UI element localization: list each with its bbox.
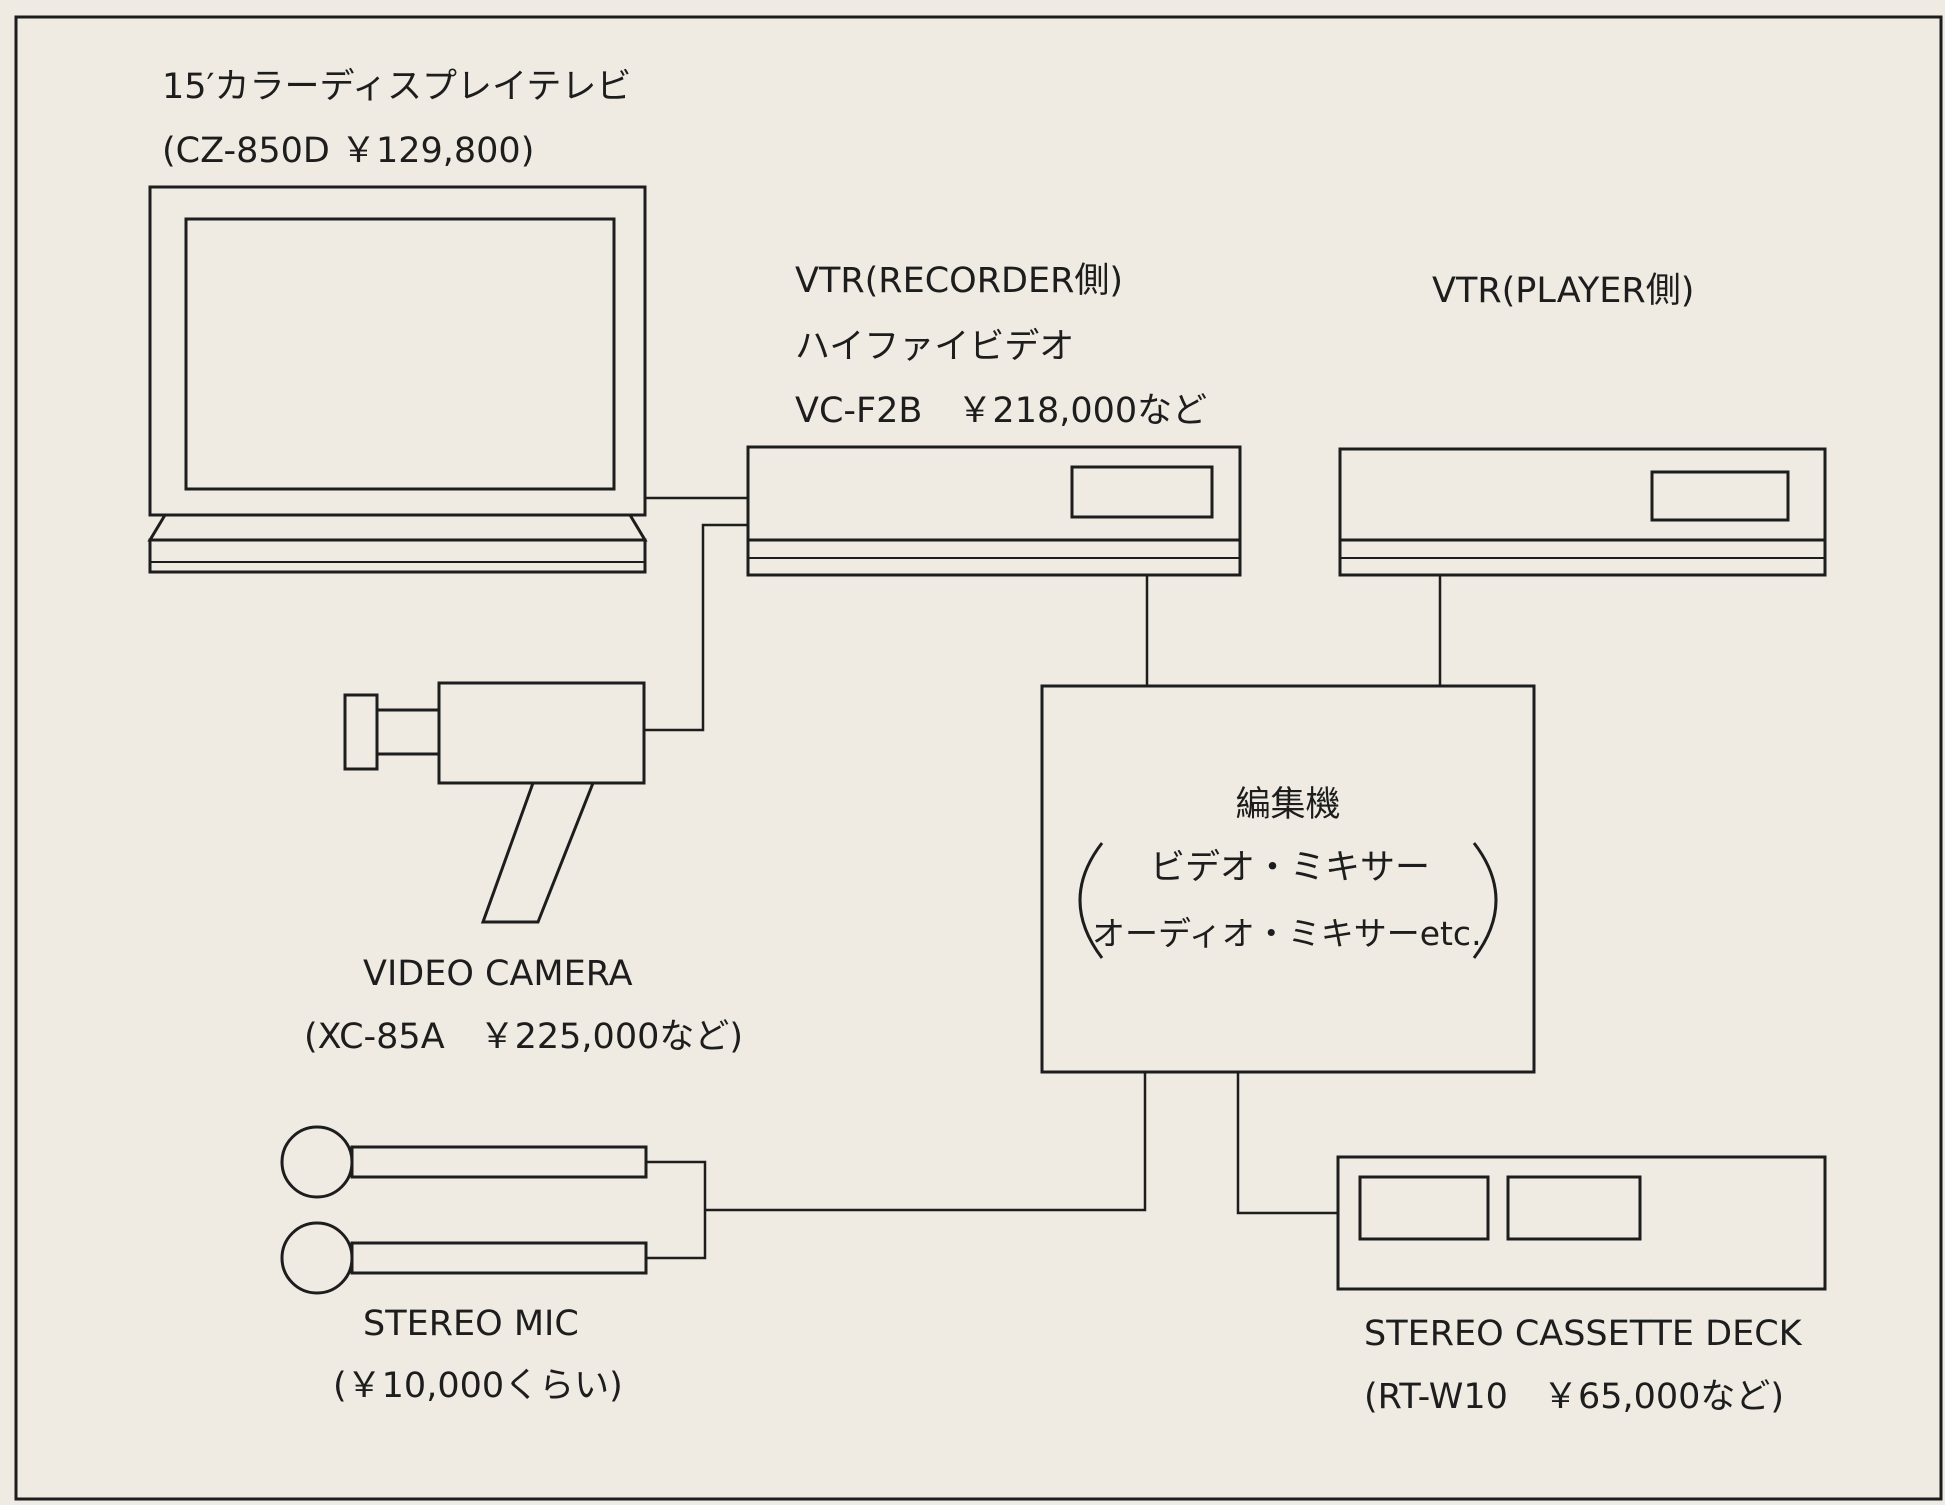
- outer-frame: [14, 15, 1943, 1501]
- vtr-recorder-model: VC-F2B ￥218,000など: [795, 391, 1208, 431]
- monitor-icon: [147, 185, 648, 574]
- editor-right-paren: [1472, 842, 1498, 959]
- cassette-deck-icon: [1336, 1155, 1827, 1291]
- vtr-recorder-title: VTR(RECORDER側): [795, 261, 1124, 301]
- connection-cables: [644, 496, 1442, 1260]
- vtr-recorder-icon: [746, 445, 1242, 577]
- editor-line-audio-mixer: オーディオ・ミキサーetc.: [1092, 914, 1482, 953]
- video-camera-model: (XC-85A ￥225,000など): [304, 1017, 744, 1057]
- stereo-mic-price: (￥10,000くらい): [333, 1366, 623, 1406]
- cassette-deck-name: STEREO CASSETTE DECK: [1364, 1314, 1802, 1354]
- monitor-model-label: (CZ-850D ￥129,800): [162, 131, 535, 171]
- editor-line-video-mixer: ビデオ・ミキサー: [1149, 848, 1430, 888]
- stereo-mic-icon: [280, 1125, 648, 1295]
- editor-left-paren: [1078, 842, 1104, 959]
- video-camera-name: VIDEO CAMERA: [363, 954, 633, 994]
- editor-box: [1040, 684, 1536, 1074]
- editor-title: 編集機: [1235, 785, 1341, 825]
- vtr-recorder-type: ハイファイビデオ: [795, 327, 1075, 367]
- video-camera-icon: [343, 681, 646, 924]
- monitor-name-label: 15′カラーディスプレイテレビ: [162, 67, 632, 107]
- vtr-player-title: VTR(PLAYER側): [1432, 271, 1695, 311]
- vtr-player-icon: [1338, 447, 1827, 577]
- stereo-mic-name: STEREO MIC: [363, 1304, 579, 1344]
- cassette-deck-model: (RT-W10 ￥65,000など): [1364, 1377, 1785, 1417]
